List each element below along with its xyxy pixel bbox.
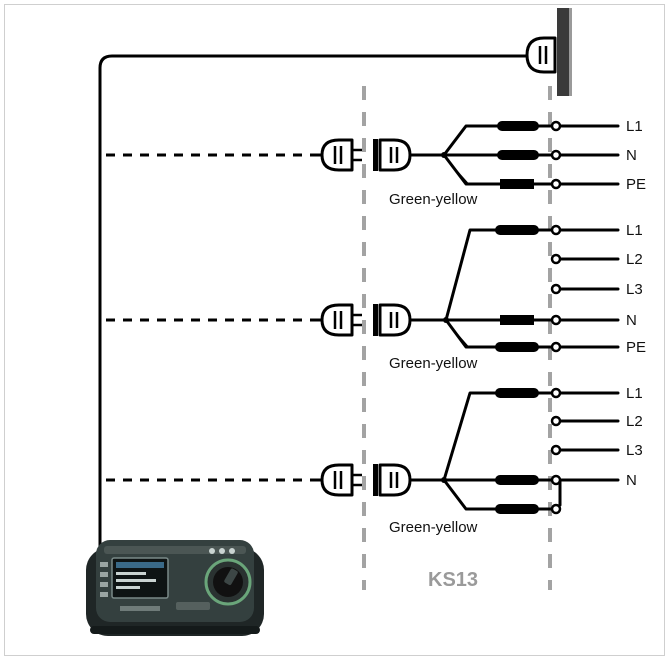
frame-border	[4, 4, 665, 656]
g1-label-l1: L1	[626, 118, 643, 135]
g1-green-yellow-note: Green-yellow	[389, 191, 478, 208]
g2-label-l2: L2	[626, 251, 643, 268]
g3-label-n: N	[626, 472, 637, 489]
supply-line	[98, 54, 529, 562]
tester-device-icon	[86, 540, 264, 636]
g1-label-pe: PE	[626, 176, 646, 193]
g3-label-l3: L3	[626, 442, 643, 459]
plug-icon	[316, 303, 362, 337]
socket-icon	[373, 303, 412, 337]
wall-socket-icon	[525, 8, 572, 96]
g2-label-pe: PE	[626, 339, 646, 356]
g2-label-l1: L1	[626, 222, 643, 239]
g2-label-l3: L3	[626, 281, 643, 298]
adapter-label: KS13	[428, 569, 478, 591]
connection-group-2: L1 L2 L3 N PE Green-yellow	[106, 222, 646, 372]
g3-label-l1: L1	[626, 385, 643, 402]
plug-icon	[316, 463, 362, 497]
socket-icon	[373, 138, 412, 172]
plug-icon	[316, 138, 362, 172]
socket-icon	[373, 463, 412, 497]
g3-label-l2: L2	[626, 413, 643, 430]
g3-green-yellow-note: Green-yellow	[389, 519, 478, 536]
g1-label-n: N	[626, 147, 637, 164]
connection-group-1: L1 N PE Green-yellow	[106, 118, 646, 208]
g2-label-n: N	[626, 312, 637, 329]
connection-group-3: L1 L2 L3 N Green-yellow	[106, 385, 643, 536]
g2-green-yellow-note: Green-yellow	[389, 355, 478, 372]
